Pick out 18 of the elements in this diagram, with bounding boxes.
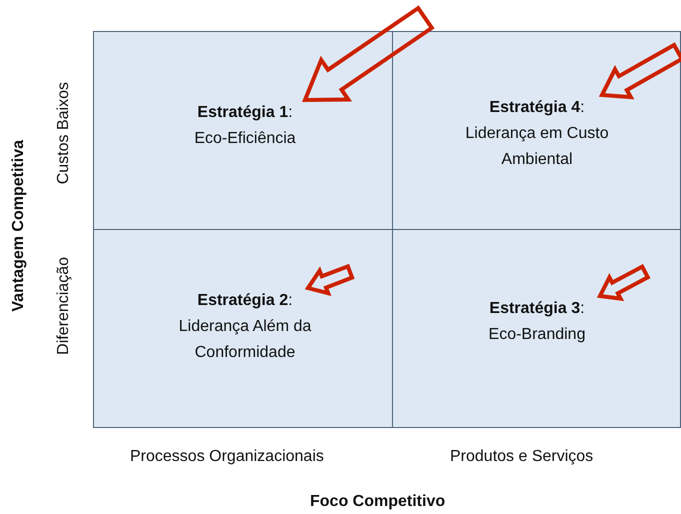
strategy-name: Liderança Além da Conformidade: [178, 317, 312, 363]
axis-title: Vantagem Competitiva: [10, 140, 28, 312]
strategy-heading: Estratégia 3:: [488, 299, 586, 319]
column-label: Processos Organizacionais: [130, 448, 324, 466]
axis-title: Foco Competitivo: [310, 493, 446, 511]
block-arrow: [302, 5, 435, 102]
block-arrow: [304, 264, 355, 296]
block-arrow: [598, 42, 681, 100]
strategy-heading: Estratégia 2:: [196, 291, 294, 311]
row-label: Diferenciação: [55, 257, 73, 355]
strategy-heading: Estratégia 1:: [196, 103, 294, 123]
strategy-heading: Estratégia 4:: [488, 98, 586, 118]
strategy-name: Eco-Eficiência: [193, 129, 297, 149]
column-label: Produtos e Serviços: [450, 448, 594, 466]
strategy-name: Liderança em Custo Ambiental: [464, 124, 610, 170]
row-label: Custos Baixos: [55, 82, 73, 184]
strategy-name: Eco-Branding: [488, 325, 586, 345]
block-arrow: [596, 264, 650, 302]
